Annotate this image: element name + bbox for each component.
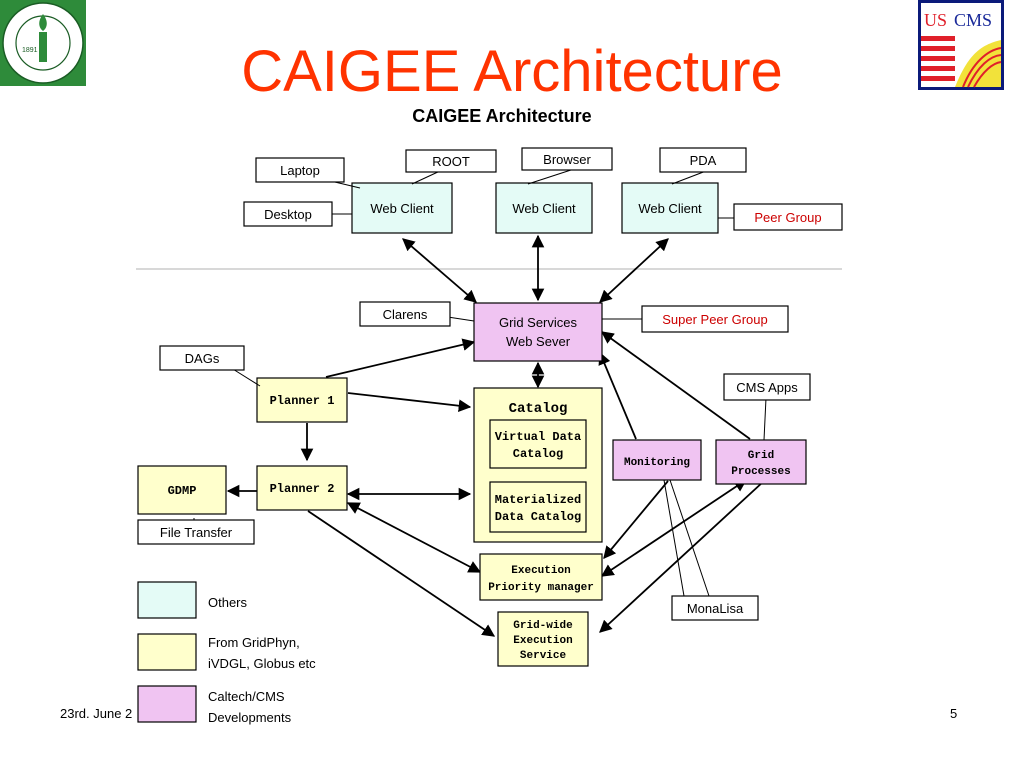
grid-processes-label-2: Processes <box>731 466 790 478</box>
uscms-logo-icon: US CMS <box>918 0 1004 90</box>
callout-cms-apps-label: CMS Apps <box>736 380 798 395</box>
callout-root-label: ROOT <box>432 154 470 169</box>
arrow-planner2-gwes <box>307 510 496 637</box>
grid-services-label-1: Grid Services <box>499 315 578 330</box>
caltech-seal-icon: 1891 <box>0 0 86 86</box>
monitoring-label: Monitoring <box>624 457 690 469</box>
legend-label-caltech-1: Caltech/CMS <box>208 689 285 704</box>
web-client-2-box <box>495 182 593 234</box>
planner1-label: Planner 1 <box>270 394 335 408</box>
legend-label-gridphyn-1: From GridPhyn, <box>208 635 300 650</box>
arrow-monitoring-exec <box>603 480 669 559</box>
legend-label-gridphyn-2: iVDGL, Globus etc <box>208 656 316 671</box>
callout-file-transfer-label: File Transfer <box>160 525 233 540</box>
legend-label-others: Others <box>208 595 248 610</box>
web-client-1-label: Web Client <box>370 201 434 216</box>
legend-swatch-gridphyn <box>137 633 197 671</box>
callout-peer-group <box>733 203 843 231</box>
catalog-label: Catalog <box>509 401 568 417</box>
callout-clarens <box>359 301 451 327</box>
web-client-3-label: Web Client <box>638 201 702 216</box>
callout-desktop <box>243 201 333 227</box>
legend-swatch-caltech <box>137 685 197 723</box>
callout-monalisa-label: MonaLisa <box>687 601 744 616</box>
callout-browser <box>521 147 613 171</box>
logo-cms-text: CMS <box>954 10 992 30</box>
planner2-label: Planner 2 <box>270 482 335 496</box>
callout-desktop-label: Desktop <box>264 207 312 222</box>
web-client-2-label: Web Client <box>512 201 576 216</box>
grid-services-label-2: Web Sever <box>506 334 571 349</box>
vdc-label-2: Catalog <box>513 447 563 461</box>
grid-processes-label-1: Grid <box>748 450 774 462</box>
execution-priority-box <box>479 553 603 601</box>
footer-date: 23rd. June 2 <box>60 706 133 721</box>
architecture-diagram: CAIGEE Architecture <box>136 106 843 725</box>
callout-super-peer-group-label: Super Peer Group <box>662 312 768 327</box>
arrow-web1-grid <box>402 238 477 303</box>
gwes-label-2: Execution <box>513 635 572 647</box>
callout-pda <box>659 147 747 173</box>
gwes-label-1: Grid-wide <box>513 620 573 632</box>
callout-monalisa <box>671 595 759 621</box>
callout-file-transfer <box>137 519 255 545</box>
gdmp-box <box>137 465 227 515</box>
mdc-label-2: Data Catalog <box>495 510 581 524</box>
logo-us-text: US <box>924 10 947 30</box>
arrow-web3-grid <box>599 238 669 303</box>
slide-title: CAIGEE Architecture <box>241 39 783 104</box>
vdc-label-1: Virtual Data <box>495 430 581 444</box>
arrow-gridproc-gwes <box>599 480 765 633</box>
grid-services-box <box>473 302 603 362</box>
callout-laptop-label: Laptop <box>280 163 320 178</box>
legend-swatch-others <box>137 581 197 619</box>
mdc-label-1: Materialized <box>495 493 581 507</box>
web-client-3-box <box>621 182 719 234</box>
callout-laptop <box>255 157 345 183</box>
callout-root <box>405 149 497 173</box>
legend-label-caltech-2: Developments <box>208 710 292 725</box>
grid-processes-box <box>715 439 807 485</box>
callout-peer-group-label: Peer Group <box>754 210 821 225</box>
callout-dags <box>159 345 245 371</box>
callout-super-peer-group <box>641 305 789 333</box>
grid-wide-execution-box <box>497 611 589 667</box>
callout-dags-label: DAGs <box>185 351 220 366</box>
gdmp-label: GDMP <box>168 484 197 498</box>
arrow-gridproc-grid <box>600 331 751 440</box>
page-number: 5 <box>950 706 958 721</box>
arrow-planner1-catalog <box>347 392 472 412</box>
gwes-label-3: Service <box>520 650 567 662</box>
arrow-planner2-exec <box>346 502 482 573</box>
seal-year: 1891 <box>22 47 38 54</box>
arrow-monitoring-grid <box>598 351 637 440</box>
materialized-data-catalog-box <box>489 481 587 533</box>
arrow-planner1-grid <box>325 338 476 378</box>
diagram-title: CAIGEE Architecture <box>412 106 591 126</box>
line-monalisa-1 <box>663 479 685 597</box>
line-monalisa-2 <box>669 479 710 597</box>
arrow-gridproc-exec <box>600 479 748 577</box>
monitoring-box <box>612 439 702 481</box>
exec-label-1: Execution <box>511 565 570 577</box>
virtual-data-catalog-box <box>489 419 587 469</box>
planner2-box <box>256 465 348 511</box>
callout-browser-label: Browser <box>543 152 591 167</box>
callout-clarens-label: Clarens <box>383 307 428 322</box>
planner1-box <box>256 377 348 423</box>
exec-label-2: Priority manager <box>488 582 594 594</box>
callout-pda-label: PDA <box>690 153 717 168</box>
callout-cms-apps <box>723 373 811 401</box>
web-client-1-box <box>351 182 453 234</box>
